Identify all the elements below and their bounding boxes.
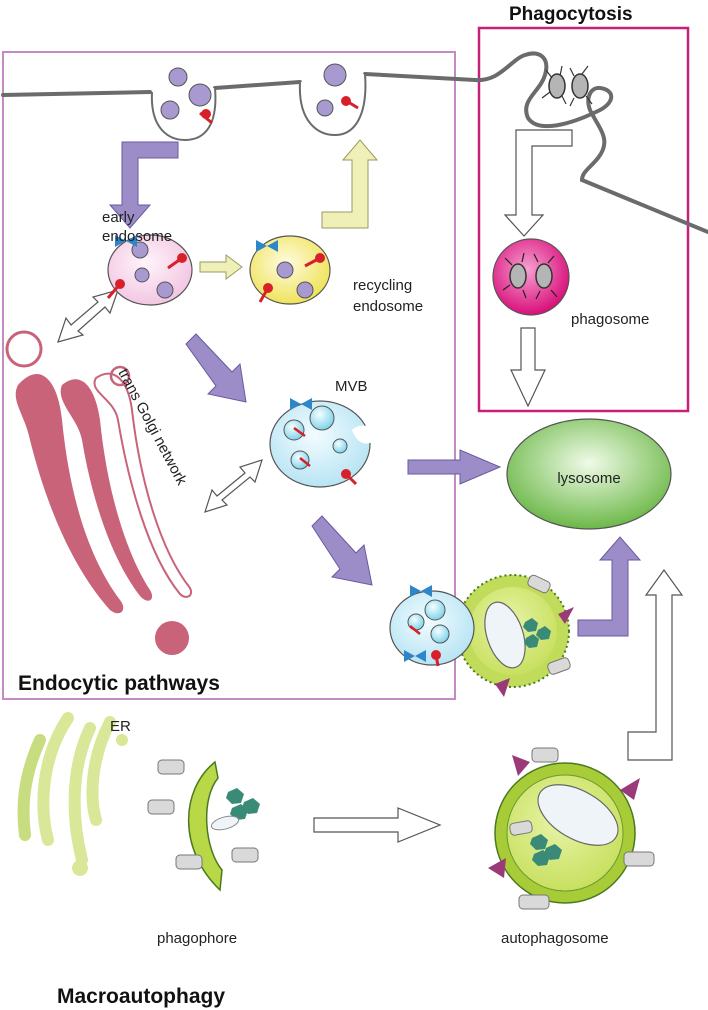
arrow-amphisome-to-lysosome [577,536,642,637]
arrow-phagocytosis-down [503,129,573,237]
bacteria-icon [541,65,593,107]
phagophore-label: phagophore [157,930,237,947]
early-endosome-label-1: early [102,209,135,226]
recycling-endosome-label-2: endosome [353,298,423,315]
lysosome [506,418,672,530]
early-endosome-label-2: endosome [102,228,172,245]
trans-golgi-network [5,330,192,655]
lysosome-label: lysosome [557,470,620,487]
arrow-recycling-to-membrane [321,139,379,229]
endocytic-pathways-label: Endocytic pathways [18,672,220,695]
plasma-membrane [1,51,708,234]
arrow-mvb-to-lysosome [407,449,502,485]
recycling-endosome [249,235,331,305]
er-membranes [17,712,128,876]
arrow-autophagosome-to-lysosome [627,568,684,761]
arrow-to-early-endosome [108,141,179,229]
arrow-early-to-recycling [199,254,243,280]
arrow-early-to-mvb [185,333,247,403]
arrow-phagophore-to-autophagosome [313,807,442,843]
amphisome [389,574,574,697]
phagocytosis-title: Phagocytosis [509,4,633,25]
trans-golgi-label: trans Golgi network [114,366,190,489]
arrow-phagosome-to-lysosome [510,327,546,408]
er-label: ER [110,718,131,735]
macroautophagy-label: Macroautophagy [57,985,225,1008]
arrow-mvb-to-amphisome [311,515,373,586]
phagocytosis-box [477,26,690,413]
budding-vesicle-1 [150,67,217,142]
budding-vesicle-2 [298,63,367,137]
mvb [269,398,376,488]
autophagosome [488,747,655,910]
phagophore [147,759,260,892]
endocytic-pathways-box [2,51,456,700]
autophagosome-label: autophagosome [501,930,609,947]
double-arrow-mvb-golgi [204,459,263,513]
phagosome [492,238,570,316]
early-endosome [106,234,193,306]
recycling-endosome-label-1: recycling [353,277,412,294]
phagosome-label: phagosome [571,311,649,328]
mvb-label: MVB [335,378,368,395]
